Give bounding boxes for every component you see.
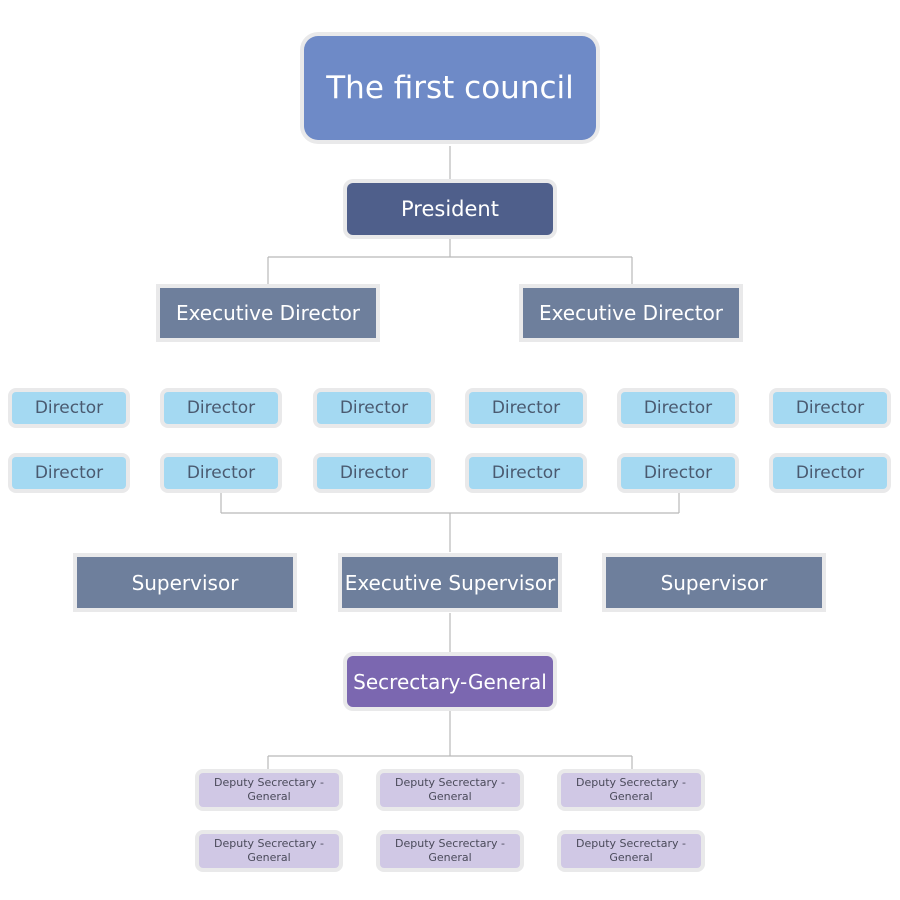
deputy-label: Deputy Secrectary -General	[395, 776, 505, 803]
secretary-general-box: Secrectary-General	[347, 656, 553, 707]
director-box-5: Director	[621, 392, 735, 424]
director-box-6: Director	[773, 392, 887, 424]
council-label: The first council	[326, 70, 574, 106]
council-box: The first council	[304, 36, 596, 140]
secretary-general-label: Secrectary-General	[353, 669, 547, 694]
president-box: President	[347, 183, 553, 235]
deputy-box-1: Deputy Secrectary -General	[199, 773, 339, 807]
executive-director-box-1: Executive Director	[160, 288, 376, 338]
deputy-box-5: Deputy Secrectary -General	[380, 834, 520, 868]
director-label: Director	[643, 463, 713, 483]
director-box-1: Director	[12, 392, 126, 424]
director-box-8: Director	[164, 457, 278, 489]
executive-director-box-2: Executive Director	[523, 288, 739, 338]
supervisor-label: Supervisor	[660, 570, 768, 595]
deputy-label: Deputy Secrectary -General	[395, 837, 505, 864]
supervisor-box-2: Supervisor	[606, 557, 822, 608]
executive-director-label: Executive Director	[538, 301, 724, 325]
deputy-box-3: Deputy Secrectary -General	[561, 773, 701, 807]
director-box-2: Director	[164, 392, 278, 424]
director-label: Director	[186, 398, 256, 418]
director-label: Director	[34, 463, 104, 483]
supervisor-box-1: Supervisor	[77, 557, 293, 608]
director-label: Director	[186, 463, 256, 483]
deputy-box-6: Deputy Secrectary -General	[561, 834, 701, 868]
deputy-box-4: Deputy Secrectary -General	[199, 834, 339, 868]
supervisor-label: Supervisor	[131, 570, 239, 595]
director-label: Director	[491, 463, 561, 483]
director-box-3: Director	[317, 392, 431, 424]
executive-director-label: Executive Director	[175, 301, 361, 325]
president-label: President	[401, 197, 499, 221]
director-box-10: Director	[469, 457, 583, 489]
director-box-12: Director	[773, 457, 887, 489]
director-box-11: Director	[621, 457, 735, 489]
director-label: Director	[34, 398, 104, 418]
director-label: Director	[795, 398, 865, 418]
director-box-4: Director	[469, 392, 583, 424]
executive-supervisor-box: Executive Supervisor	[342, 557, 558, 608]
director-label: Director	[491, 398, 561, 418]
deputy-label: Deputy Secrectary -General	[214, 837, 324, 864]
executive-supervisor-label: Executive Supervisor	[344, 570, 556, 595]
director-label: Director	[643, 398, 713, 418]
director-box-9: Director	[317, 457, 431, 489]
deputy-label: Deputy Secrectary -General	[214, 776, 324, 803]
deputy-label: Deputy Secrectary -General	[576, 776, 686, 803]
deputy-box-2: Deputy Secrectary -General	[380, 773, 520, 807]
director-label: Director	[795, 463, 865, 483]
director-label: Director	[339, 398, 409, 418]
director-label: Director	[339, 463, 409, 483]
deputy-label: Deputy Secrectary -General	[576, 837, 686, 864]
director-box-7: Director	[12, 457, 126, 489]
